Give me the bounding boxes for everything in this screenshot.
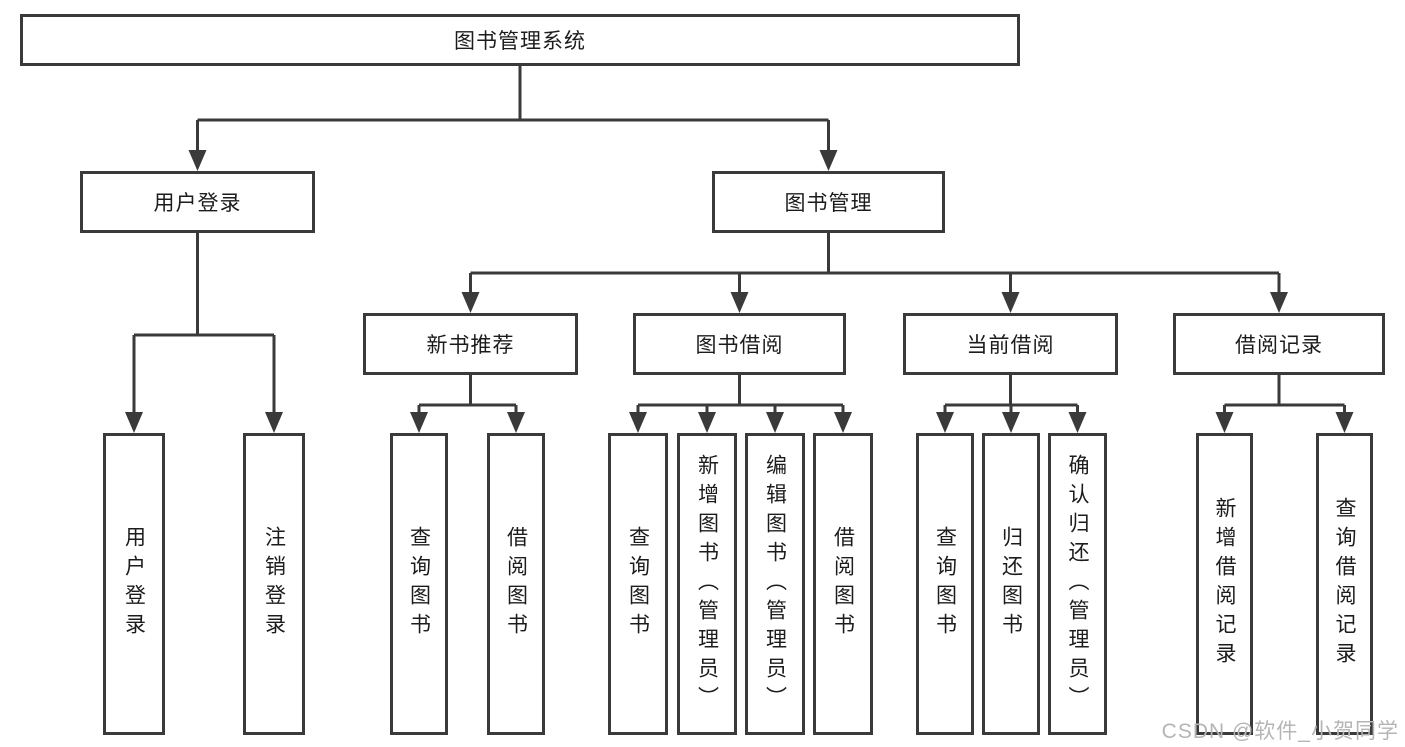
leaf-logout: 注销登录: [243, 433, 305, 735]
arrowheads: [125, 150, 1354, 433]
node-borrow-records-label: 借阅记录: [1235, 334, 1323, 357]
leaf-edit-books-admin: 编辑图书（管理员）: [745, 433, 805, 735]
node-current-borrow: 当前借阅: [903, 313, 1118, 375]
leaf-add-books-admin-label: 新增图书（管理员）: [695, 453, 719, 715]
node-book-management: 图书管理: [712, 171, 945, 233]
leaf-borrow-books: 借阅图书: [813, 433, 873, 735]
leaf-query-books-recommend: 查询图书: [390, 433, 448, 735]
leaf-query-books-current-label: 查询图书: [933, 526, 957, 642]
node-book-borrow: 图书借阅: [633, 313, 846, 375]
node-new-book-recommend: 新书推荐: [363, 313, 578, 375]
leaf-return-books: 归还图书: [982, 433, 1040, 735]
node-book-management-label: 图书管理: [784, 192, 873, 215]
leaf-user-login-label: 用户登录: [122, 526, 146, 642]
leaf-add-books-admin: 新增图书（管理员）: [677, 433, 737, 735]
leaf-confirm-return-admin-label: 确认归还（管理员）: [1066, 453, 1089, 715]
leaf-query-books-borrow: 查询图书: [608, 433, 668, 735]
node-book-borrow-label: 图书借阅: [695, 334, 784, 357]
leaf-query-books-borrow-label: 查询图书: [626, 526, 650, 642]
leaf-query-borrow-record: 查询借阅记录: [1316, 433, 1373, 735]
leaf-add-borrow-record: 新增借阅记录: [1196, 433, 1253, 735]
node-root: 图书管理系统: [20, 14, 1020, 66]
leaf-query-borrow-record-label: 查询借阅记录: [1333, 497, 1356, 671]
leaf-confirm-return-admin: 确认归还（管理员）: [1048, 433, 1107, 735]
leaf-query-books-recommend-label: 查询图书: [407, 526, 431, 642]
leaf-borrow-books-recommend: 借阅图书: [487, 433, 545, 735]
node-user-login-label: 用户登录: [153, 192, 242, 215]
leaf-add-borrow-record-label: 新增借阅记录: [1213, 497, 1236, 671]
node-user-login: 用户登录: [80, 171, 315, 233]
leaf-return-books-label: 归还图书: [999, 526, 1023, 642]
leaf-edit-books-admin-label: 编辑图书（管理员）: [763, 453, 787, 715]
node-current-borrow-label: 当前借阅: [966, 334, 1055, 357]
leaf-query-books-current: 查询图书: [916, 433, 974, 735]
node-borrow-records: 借阅记录: [1173, 313, 1385, 375]
leaf-user-login: 用户登录: [103, 433, 165, 735]
leaf-borrow-books-recommend-label: 借阅图书: [504, 526, 528, 642]
node-root-label: 图书管理系统: [454, 30, 586, 53]
leaf-borrow-books-label: 借阅图书: [831, 526, 855, 642]
node-new-book-recommend-label: 新书推荐: [426, 334, 515, 357]
leaf-logout-label: 注销登录: [262, 526, 286, 642]
